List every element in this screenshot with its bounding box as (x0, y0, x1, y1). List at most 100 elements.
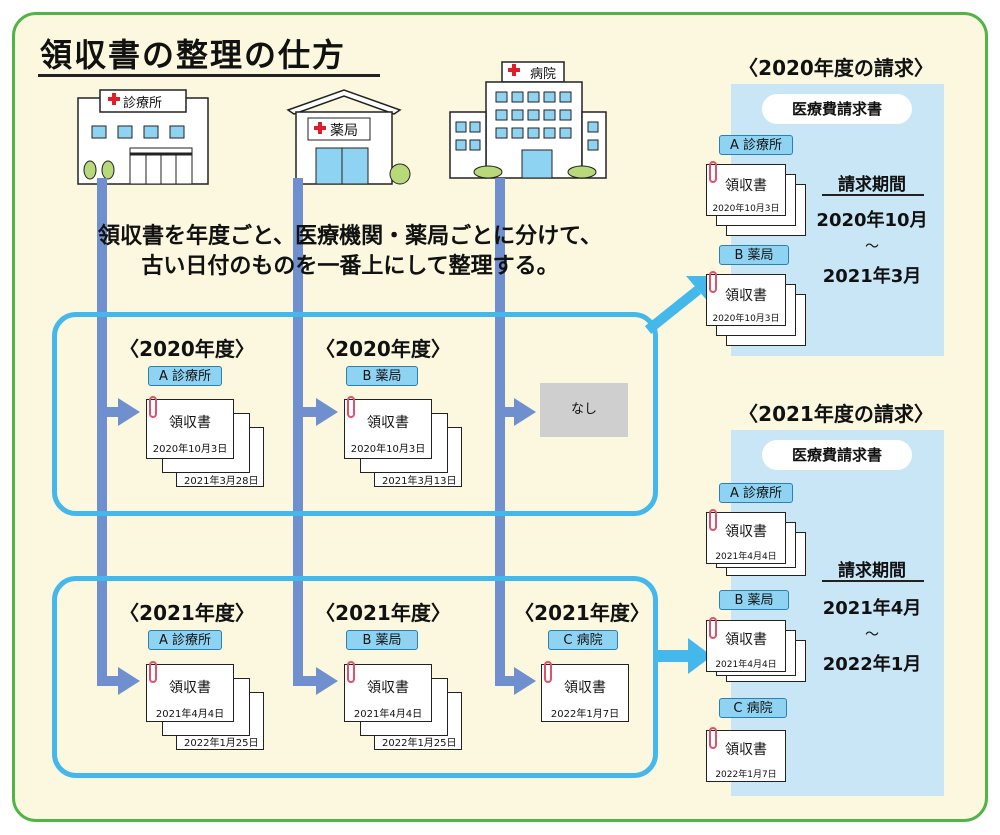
receipt-title: 領収書 (725, 742, 767, 758)
tag-clinic: A 診療所 (148, 630, 222, 650)
clinic-building-icon (77, 89, 209, 185)
paperclip-icon (709, 509, 717, 531)
tag-pharmacy: B 薬局 (346, 366, 418, 386)
arrow-stem (97, 407, 119, 417)
claim-heading: 〈2020年度の請求〉 (738, 56, 934, 80)
receipt-title: 領収書 (725, 524, 767, 540)
connector-line-hospital (495, 178, 505, 684)
receipt-title: 領収書 (725, 178, 767, 194)
claim-form-label: 医療費請求書 (762, 440, 912, 470)
receipt-card: 領収書 2021年4月4日 (706, 620, 786, 672)
claim-period-end: 2022年1月 (822, 654, 922, 675)
receipt-title: 領収書 (367, 415, 409, 431)
tag-clinic: A 診療所 (719, 135, 793, 155)
paperclip-icon (709, 617, 717, 639)
year-label: 〈2021年度〉 (315, 601, 451, 625)
claim-period-start: 2021年4月 (822, 598, 922, 619)
arrow-stem (293, 407, 317, 417)
arrow-to-2021-claim-icon (656, 638, 712, 674)
claim-form-label: 医療費請求書 (762, 94, 912, 124)
tag-hospital: C 病院 (548, 630, 618, 650)
no-receipt-box: なし (540, 383, 628, 437)
year-label: 〈2021年度〉 (514, 601, 650, 625)
tag-clinic: A 診療所 (148, 366, 222, 386)
hospital-sign: 病院 (530, 67, 557, 82)
receipt-back-date: 2022年1月25日 (382, 738, 457, 749)
year-label: 〈2020年度〉 (315, 337, 451, 361)
receipt-card: 領収書 2022年1月7日 (541, 664, 629, 722)
receipt-title: 領収書 (169, 415, 211, 431)
arrow-head-icon (316, 398, 338, 426)
receipt-title: 領収書 (367, 680, 409, 696)
arrow-head-icon (118, 398, 140, 426)
receipt-card: 領収書 2020年10月3日 (146, 399, 234, 459)
instruction-line-1: 領収書を年度ごと、医療機関・薬局ごとに分けて、 (97, 224, 603, 249)
paperclip-icon (544, 661, 552, 683)
receipt-back-date: 2022年1月25日 (184, 738, 259, 749)
receipt-title: 領収書 (725, 632, 767, 648)
receipt-card: 領収書 2020年10月3日 (344, 399, 432, 459)
receipt-back-date: 2021年3月28日 (184, 476, 259, 487)
page-title: 領収書の整理の仕方 (40, 36, 347, 74)
receipt-card: 領収書 2021年4月4日 (344, 664, 432, 722)
tag-hospital: C 病院 (719, 698, 787, 718)
receipt-card: 領収書 2021年4月4日 (706, 512, 786, 564)
pharmacy-sign: 薬局 (330, 123, 358, 139)
claim-period-tilde: 〜 (865, 627, 879, 643)
receipt-date: 2022年1月7日 (550, 709, 620, 720)
arrow-stem (97, 676, 119, 686)
connector-line-clinic (97, 178, 107, 684)
receipt-card: 領収書 2021年4月4日 (146, 664, 234, 722)
claim-period-end: 2021年3月 (822, 266, 922, 287)
receipt-date: 2020年10月3日 (712, 204, 780, 214)
year-label: 〈2020年度〉 (119, 337, 255, 361)
clinic-sign: 診療所 (123, 96, 163, 111)
receipt-title: 領収書 (169, 680, 211, 696)
receipt-title: 領収書 (564, 680, 606, 696)
receipt-date: 2020年10月3日 (152, 444, 228, 455)
connector-line-pharmacy (293, 178, 303, 684)
receipt-card: 領収書 2020年10月3日 (706, 164, 786, 216)
title-underline (38, 74, 380, 77)
receipt-date: 2020年10月3日 (350, 444, 426, 455)
tag-pharmacy: B 薬局 (346, 630, 418, 650)
receipt-card: 領収書 2020年10月3日 (706, 274, 786, 326)
year-label: 〈2021年度〉 (119, 601, 255, 625)
claim-period-label: 請求期間 (838, 561, 906, 581)
paperclip-icon (709, 161, 717, 183)
receipt-date: 2021年4月4日 (715, 552, 777, 562)
period-underline (822, 580, 924, 582)
receipt-date: 2021年4月4日 (715, 660, 777, 670)
claim-heading: 〈2021年度の請求〉 (738, 402, 934, 426)
paperclip-icon (149, 396, 157, 418)
claim-period-label: 請求期間 (838, 175, 906, 195)
receipt-title: 領収書 (725, 288, 767, 304)
receipt-back-date: 2021年3月13日 (382, 476, 457, 487)
paperclip-icon (709, 271, 717, 293)
paperclip-icon (347, 396, 355, 418)
period-underline (822, 194, 924, 196)
tag-pharmacy: B 薬局 (719, 245, 789, 265)
hospital-building-icon (449, 61, 607, 179)
receipt-date: 2020年10月3日 (712, 314, 780, 324)
paperclip-icon (149, 661, 157, 683)
paperclip-icon (709, 727, 717, 749)
arrow-head-icon (514, 667, 536, 695)
claim-period-tilde: 〜 (865, 239, 879, 255)
tag-clinic: A 診療所 (719, 483, 793, 503)
arrow-head-icon (514, 398, 536, 426)
receipt-date: 2021年4月4日 (353, 709, 423, 720)
arrow-head-icon (316, 667, 338, 695)
arrow-stem (293, 676, 317, 686)
year-2020-group (52, 312, 658, 516)
receipt-date: 2022年1月7日 (715, 770, 777, 780)
receipt-date: 2021年4月4日 (155, 709, 225, 720)
arrow-stem (495, 676, 515, 686)
tag-pharmacy: B 薬局 (719, 590, 789, 610)
instruction-line-2: 古い日付のものを一番上にして整理する。 (141, 254, 559, 279)
year-2021-group (52, 576, 658, 778)
pharmacy-building-icon (286, 89, 411, 185)
arrow-head-icon (118, 667, 140, 695)
paperclip-icon (347, 661, 355, 683)
receipt-card: 領収書 2022年1月7日 (706, 730, 786, 782)
